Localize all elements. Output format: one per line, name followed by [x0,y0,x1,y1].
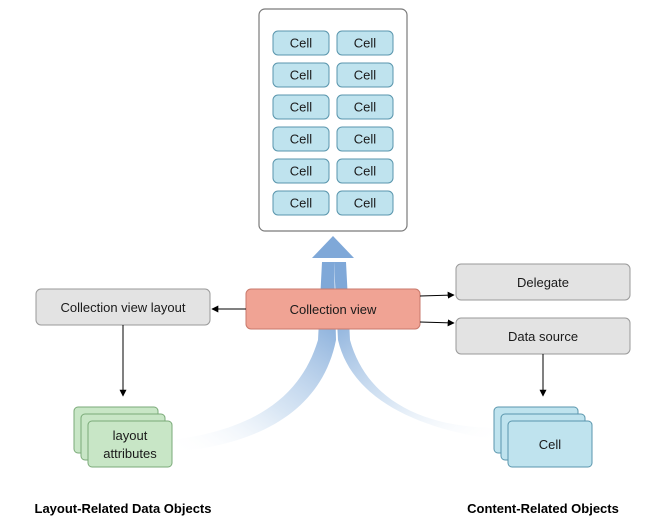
cell-label: Cell [354,196,377,211]
cell-label: Cell [354,36,377,51]
cell-1-2[interactable]: Cell [336,30,394,56]
delegate-label: Delegate [517,275,569,290]
layout-attributes-label-line2: attributes [103,446,157,461]
layout-attributes-label-line1: layout [113,428,148,443]
cell-box[interactable] [272,94,330,120]
cell-label: Cell [290,196,313,211]
cell-box[interactable] [336,126,394,152]
arrow-to-data-source [419,319,455,327]
cell-label: Cell [354,132,377,147]
cell-label: Cell [290,68,313,83]
arrow-to-delegate [419,291,455,299]
collection-view-label: Collection view [290,302,377,317]
cell-box[interactable] [272,126,330,152]
cell-stack: Cell [493,406,593,468]
cell-5-1[interactable]: Cell [272,158,330,184]
cell-stack-box[interactable] [507,420,593,468]
cell-label: Cell [290,36,313,51]
cell-label: Cell [354,164,377,179]
cell-stack-label: Cell [539,437,562,452]
delegate-box[interactable] [455,263,631,301]
cell-label: Cell [290,132,313,147]
cell-2-1[interactable]: Cell [272,62,330,88]
cell-5-2[interactable]: Cell [336,158,394,184]
cell-label: Cell [290,164,313,179]
cell-box[interactable] [336,94,394,120]
cell-label: Cell [354,68,377,83]
data-source-label: Data source [508,329,578,344]
caption-layout-related: Layout-Related Data Objects [35,501,212,516]
cell-box[interactable] [336,30,394,56]
cell-label: Cell [354,100,377,115]
layout-attributes-stack: layout attributes [73,406,173,468]
cell-box[interactable] [336,190,394,216]
cell-box[interactable] [272,190,330,216]
caption-content-related: Content-Related Objects [467,501,619,516]
layout-attributes-box[interactable] [87,420,173,468]
cell-1-1[interactable]: Cell [272,30,330,56]
cell-4-1[interactable]: Cell [272,126,330,152]
flow-arrow-head [312,236,354,258]
cell-box[interactable] [272,158,330,184]
cell-6-1[interactable]: Cell [272,190,330,216]
cell-label: Cell [290,100,313,115]
cell-box[interactable] [272,30,330,56]
cell-box[interactable] [336,62,394,88]
collection-view-layout-label: Collection view layout [60,300,185,315]
cell-2-2[interactable]: Cell [336,62,394,88]
layout-flow-swoosh [172,262,336,452]
cell-box[interactable] [336,158,394,184]
cell-3-2[interactable]: Cell [336,94,394,120]
content-flow-swoosh [334,262,500,440]
cell-3-1[interactable]: Cell [272,94,330,120]
cell-4-2[interactable]: Cell [336,126,394,152]
cell-6-2[interactable]: Cell [336,190,394,216]
cell-box[interactable] [272,62,330,88]
